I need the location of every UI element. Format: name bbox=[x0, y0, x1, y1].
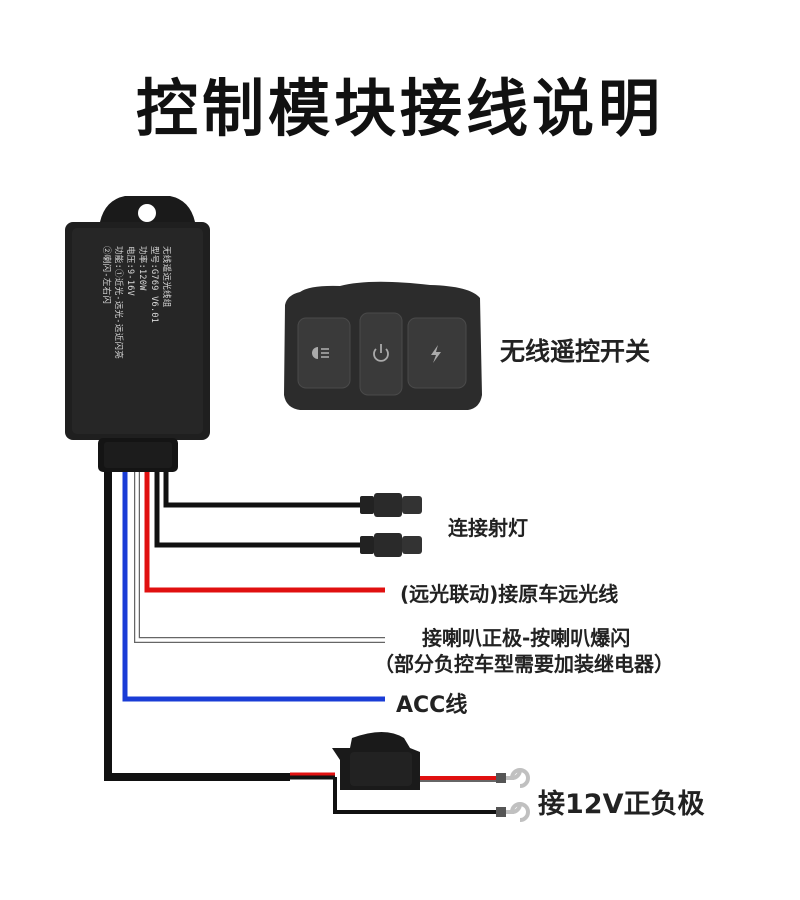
positive-terminal bbox=[496, 768, 530, 788]
negative-terminal bbox=[496, 802, 530, 822]
power-label: 接12V正负极 bbox=[538, 789, 705, 820]
spotlight-wires bbox=[154, 472, 362, 548]
headlight-icon bbox=[312, 347, 329, 359]
module-line: 型号:G769 V6.01 bbox=[149, 246, 159, 324]
fuse-holder bbox=[332, 732, 420, 790]
module-line: 电压:9-16V bbox=[125, 246, 135, 297]
acc-wire bbox=[122, 472, 385, 702]
module-line: 功率:120W bbox=[137, 246, 147, 291]
spotlight-connector bbox=[360, 493, 422, 557]
lightning-icon bbox=[431, 345, 441, 363]
module-line: 功能:①近光-远光-远近闪亮 bbox=[113, 246, 123, 360]
power-cable bbox=[104, 472, 290, 781]
module-line: ②喇闪-左右闪 bbox=[101, 246, 111, 305]
mounting-hole bbox=[138, 204, 156, 222]
spotlight-label: 连接射灯 bbox=[448, 516, 528, 540]
power-icon bbox=[373, 344, 389, 362]
remote-switch bbox=[284, 281, 482, 410]
module-line: 无线遥远光线组 bbox=[161, 246, 171, 308]
page-title: 控制模块接线说明 bbox=[135, 72, 664, 145]
remote-switch-label: 无线遥控开关 bbox=[500, 337, 651, 366]
horn-label: 接喇叭正极-按喇叭爆闪 bbox=[422, 626, 631, 650]
high-beam-wire bbox=[144, 472, 385, 593]
horn-note-label: （部分负控车型需要加装继电器） bbox=[374, 652, 674, 676]
control-module bbox=[65, 196, 210, 472]
high-beam-label: (远光联动)接原车远光线 bbox=[400, 582, 619, 606]
module-spec-text: 无线遥远光线组 型号:G769 V6.01 功率:120W 电压:9-16V 功… bbox=[76, 246, 172, 406]
horn-wire bbox=[134, 472, 385, 643]
negative-wire bbox=[333, 777, 500, 814]
acc-label: ACC线 bbox=[396, 693, 468, 718]
